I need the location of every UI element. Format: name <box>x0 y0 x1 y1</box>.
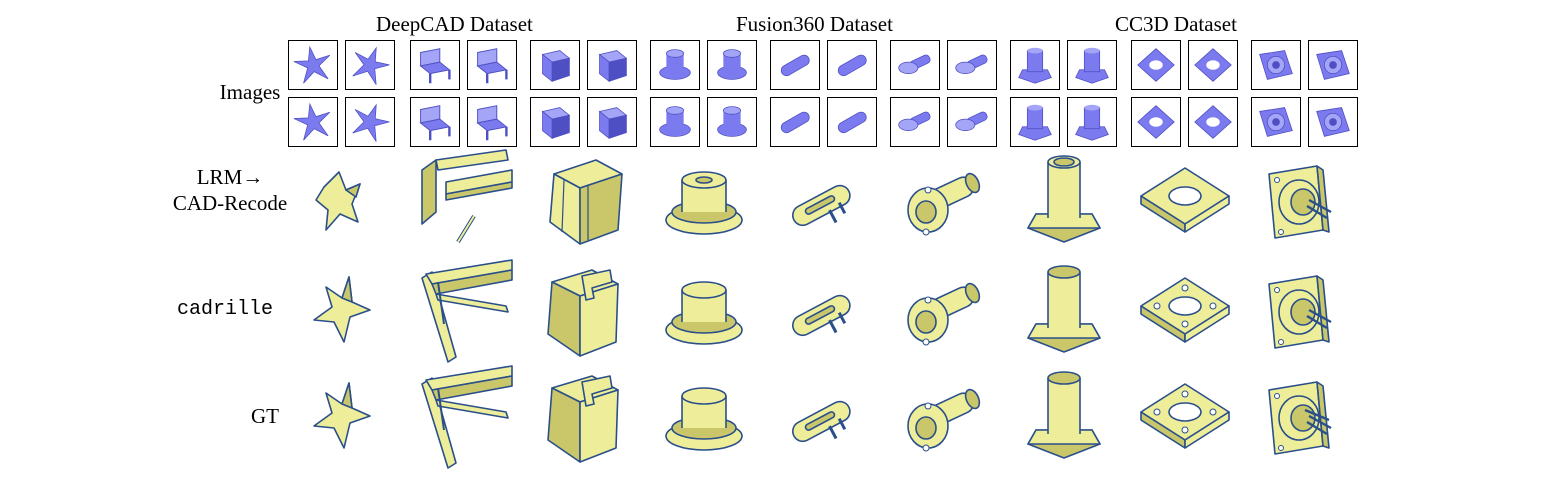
row-label-lrm: LRM→ CAD-Recode <box>140 164 320 216</box>
input-image-chair-1 <box>410 40 460 90</box>
row-label-lrm-line1: LRM→ <box>196 165 264 189</box>
row-label-lrm-line2: CAD-Recode <box>172 191 288 215</box>
input-image-connector-1 <box>1251 40 1301 90</box>
render-lrm-cad-recode-square-plate <box>1137 152 1233 252</box>
row-label-images: Images <box>219 80 281 104</box>
render-cadrille-flange-tube <box>896 262 992 362</box>
render-cadrille-star <box>294 262 390 362</box>
render-lrm-cad-recode-chair <box>416 149 513 252</box>
row-label-gt: GT <box>251 404 279 428</box>
render-lrm-cad-recode-pill <box>776 152 872 252</box>
input-image-pill-2 <box>827 40 877 90</box>
render-cadrille-chair <box>416 259 513 363</box>
input-image-star-2 <box>345 40 395 90</box>
render-gt-square-plate <box>1137 368 1233 468</box>
input-image-chair-3 <box>410 97 460 147</box>
input-image-hex-column-1 <box>1010 40 1060 90</box>
render-cadrille-square-plate <box>1137 262 1233 362</box>
render-gt-chair <box>416 365 513 469</box>
input-image-block-4 <box>587 97 637 147</box>
render-cadrille-block <box>536 262 632 362</box>
render-lrm-cad-recode-hex-column <box>1016 152 1112 252</box>
input-image-block-1 <box>530 40 580 90</box>
render-lrm-cad-recode-connector <box>1257 152 1353 252</box>
input-image-square-plate-4 <box>1188 97 1238 147</box>
dataset-title-fusion360: Fusion360 Dataset <box>736 12 893 36</box>
input-image-pill-1 <box>770 40 820 90</box>
input-image-square-plate-2 <box>1188 40 1238 90</box>
input-image-block-2 <box>587 40 637 90</box>
input-image-hex-column-4 <box>1067 97 1117 147</box>
render-cadrille-hex-column <box>1016 262 1112 362</box>
input-image-block-3 <box>530 97 580 147</box>
render-lrm-cad-recode-block <box>536 152 632 252</box>
render-cadrille-connector <box>1257 262 1353 362</box>
render-lrm-cad-recode-cap <box>656 152 752 252</box>
input-image-cap-1 <box>650 40 700 90</box>
input-image-connector-2 <box>1308 40 1358 90</box>
input-image-flange-tube-4 <box>947 97 997 147</box>
input-image-pill-3 <box>770 97 820 147</box>
input-image-flange-tube-3 <box>890 97 940 147</box>
render-gt-connector <box>1257 368 1353 468</box>
input-image-hex-column-3 <box>1010 97 1060 147</box>
dataset-title-deepcad: DeepCAD Dataset <box>376 12 533 36</box>
dataset-title-cc3d: CC3D Dataset <box>1115 12 1237 36</box>
input-image-star-3 <box>288 97 338 147</box>
input-image-flange-tube-1 <box>890 40 940 90</box>
input-image-cap-2 <box>707 40 757 90</box>
input-image-chair-4 <box>467 97 517 147</box>
input-image-chair-2 <box>467 40 517 90</box>
render-gt-block <box>536 368 632 468</box>
input-image-flange-tube-2 <box>947 40 997 90</box>
input-image-cap-4 <box>707 97 757 147</box>
input-image-square-plate-1 <box>1131 40 1181 90</box>
render-lrm-cad-recode-star <box>294 152 390 252</box>
render-cadrille-pill <box>776 262 872 362</box>
render-gt-pill <box>776 368 872 468</box>
row-label-cadrille: cadrille <box>176 298 273 321</box>
render-gt-cap <box>656 368 752 468</box>
render-lrm-cad-recode-flange-tube <box>896 152 992 252</box>
input-image-star-4 <box>345 97 395 147</box>
input-image-star-1 <box>288 40 338 90</box>
input-image-hex-column-2 <box>1067 40 1117 90</box>
input-image-connector-4 <box>1308 97 1358 147</box>
input-image-cap-3 <box>650 97 700 147</box>
render-gt-flange-tube <box>896 368 992 468</box>
input-image-square-plate-3 <box>1131 97 1181 147</box>
render-cadrille-cap <box>656 262 752 362</box>
input-image-connector-3 <box>1251 97 1301 147</box>
render-gt-hex-column <box>1016 368 1112 468</box>
input-image-pill-4 <box>827 97 877 147</box>
render-gt-star <box>294 368 390 468</box>
